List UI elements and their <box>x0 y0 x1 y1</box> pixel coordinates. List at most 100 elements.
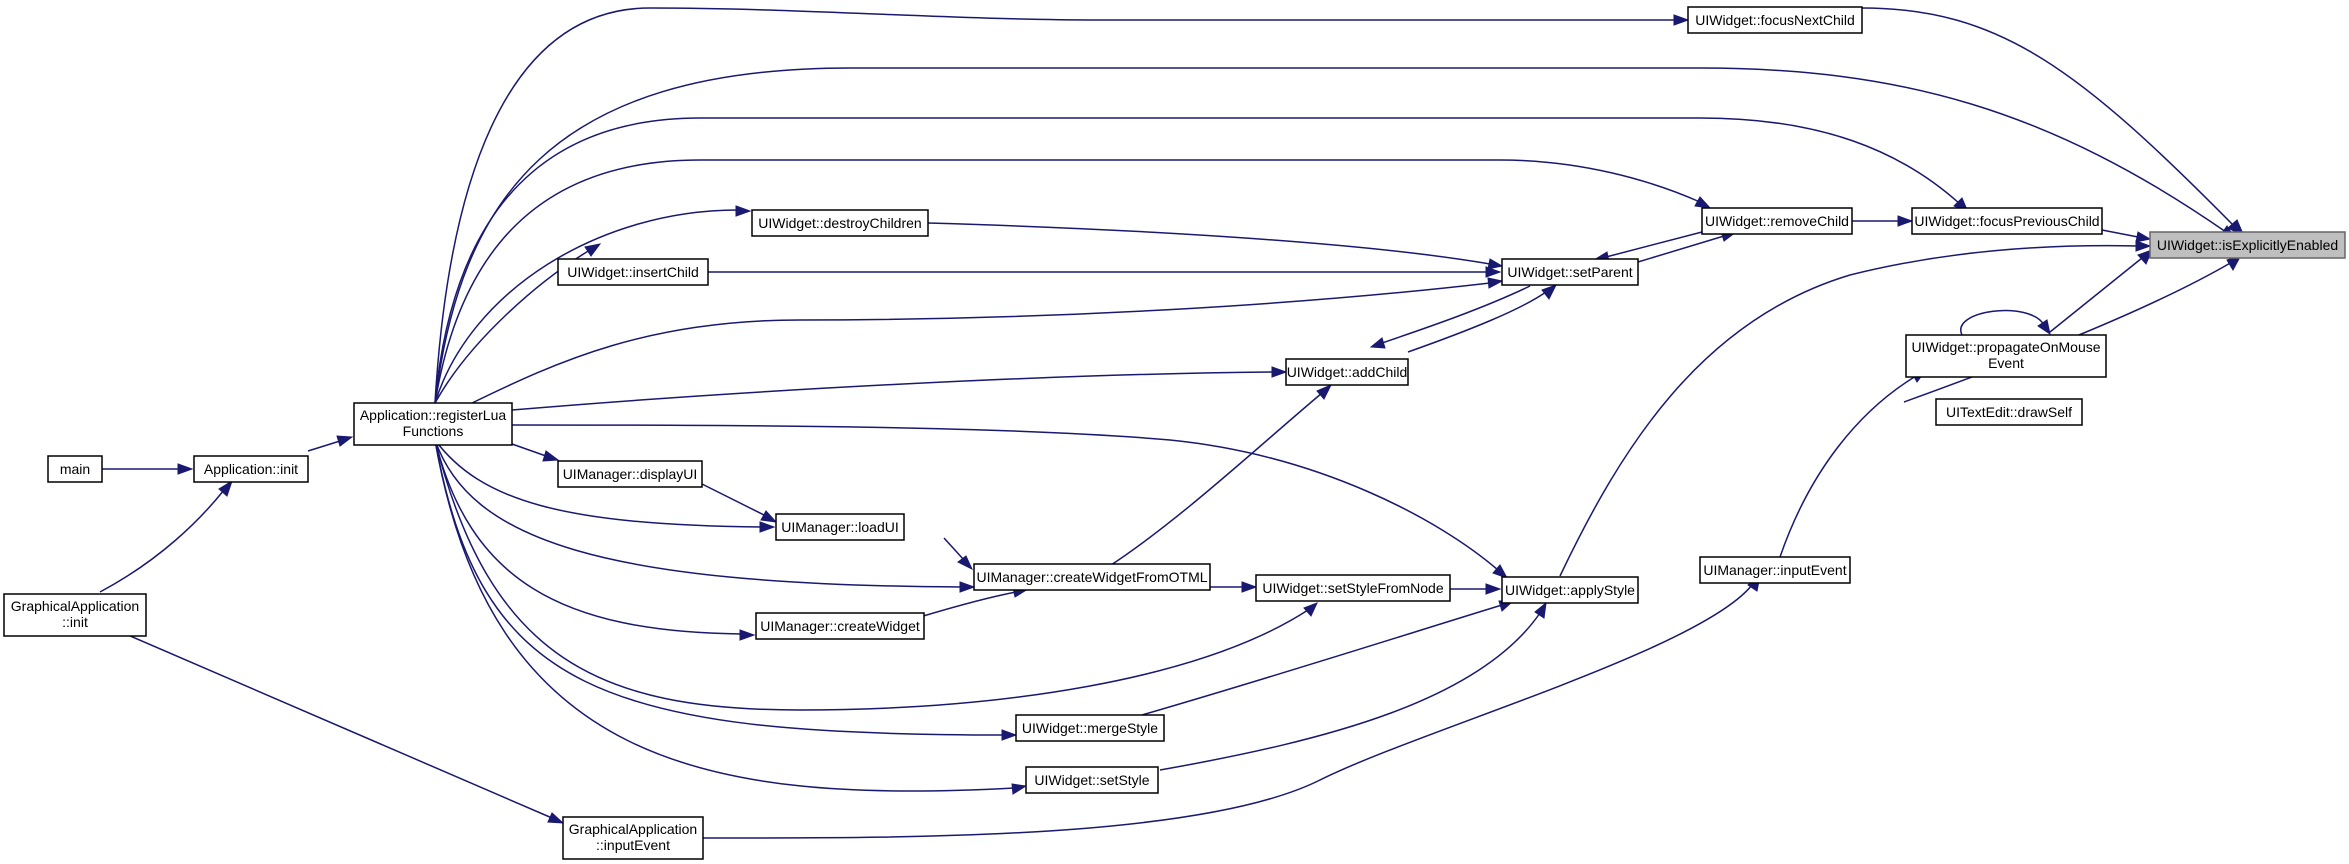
node-label: UIWidget::insertChild <box>567 264 699 280</box>
arrowhead <box>959 581 976 593</box>
node-add-child[interactable]: UIWidget::addChild <box>1285 358 1409 386</box>
arrowhead <box>1492 564 1509 579</box>
node-label: Event <box>1988 355 2024 371</box>
node-focus-previous-child[interactable]: UIWidget::focusPreviousChild <box>1911 207 2103 235</box>
node-label: UIWidget::removeChild <box>1705 213 1849 229</box>
arrowhead <box>1241 581 1258 593</box>
edge-mergestyle-applystyle <box>1141 604 1503 716</box>
node-load-ui[interactable]: UIManager::loadUI <box>775 513 905 541</box>
node-label: GraphicalApplication <box>569 821 697 837</box>
node-label: UIWidget::setStyle <box>1034 772 1149 788</box>
arrowhead <box>1485 583 1502 595</box>
arrowhead <box>1369 337 1386 349</box>
node-label: UIManager::inputEvent <box>1703 562 1846 578</box>
node-label: main <box>60 461 90 477</box>
arrowhead <box>739 629 756 641</box>
node-remove-child[interactable]: UIWidget::removeChild <box>1701 207 1853 235</box>
arrowhead <box>1011 783 1028 795</box>
node-label: Functions <box>403 423 464 439</box>
node-label: GraphicalApplication <box>11 598 139 614</box>
edge-registerlua-mergestyle <box>434 439 1005 736</box>
edge-propagate-isexplicitlyenabled <box>2049 257 2143 333</box>
node-register-lua-functions[interactable]: Application::registerLua Functions <box>353 402 513 446</box>
node-label: UIWidget::focusNextChild <box>1695 12 1855 28</box>
node-label: Application::init <box>204 461 298 477</box>
edge-registerlua-setstylefromnode <box>434 439 1309 711</box>
node-set-style-from-node[interactable]: UIWidget::setStyleFromNode <box>1255 574 1451 602</box>
arrowhead <box>1271 366 1288 378</box>
arrowhead <box>1673 14 1690 26</box>
arrowhead <box>218 479 233 497</box>
edge-registerlua-addchild <box>511 371 1275 411</box>
node-text-edit-draw-self[interactable]: UITextEdit::drawSelf <box>1935 398 2083 426</box>
arrowhead <box>177 463 194 475</box>
node-destroy-children[interactable]: UIWidget::destroyChildren <box>751 209 929 237</box>
node-ui-manager-input-event[interactable]: UIManager::inputEvent <box>1699 556 1851 584</box>
node-apply-style[interactable]: UIWidget::applyStyle <box>1501 576 1639 604</box>
edge-setparent-addchild <box>1381 285 1531 344</box>
arrowhead <box>957 555 974 571</box>
edge-registerlua-setstyle <box>434 439 1015 792</box>
arrowhead <box>1485 266 1502 278</box>
node-focus-next-child[interactable]: UIWidget::focusNextChild <box>1687 6 1863 34</box>
edge-registerlua-createfromotml <box>434 439 963 588</box>
nodes: UIWidget::isExplicitlyEnabled UIWidget::… <box>3 6 2346 860</box>
edge-registerlua-destroychildren <box>434 209 739 404</box>
edge-registerlua-displayui <box>511 443 547 457</box>
node-display-ui[interactable]: UIManager::displayUI <box>557 460 703 488</box>
edges <box>99 7 2246 839</box>
arrowhead <box>2137 249 2153 265</box>
arrowhead <box>735 205 752 217</box>
node-main[interactable]: main <box>47 455 103 483</box>
arrowhead <box>2135 231 2152 243</box>
arrowhead <box>1694 196 1712 209</box>
edge-displayui-loadui <box>701 483 767 517</box>
arrowhead <box>547 812 565 824</box>
edge-removechild-setparent <box>1605 231 1703 258</box>
node-label: ::inputEvent <box>596 837 670 853</box>
node-label: UIManager::createWidgetFromOTML <box>976 569 1207 585</box>
arrowhead <box>1487 258 1504 270</box>
edge-propagate-self <box>1960 309 2045 336</box>
arrowhead <box>542 450 560 462</box>
edge-focusprevchild-isexplicitlyenabled <box>2101 229 2139 238</box>
arrowhead <box>1487 277 1504 289</box>
arrowhead <box>1316 384 1333 400</box>
arrowhead <box>760 510 778 523</box>
arrowhead <box>2135 240 2152 252</box>
node-propagate-on-mouse-event[interactable]: UIWidget::propagateOnMouse Event <box>1905 334 2107 378</box>
node-set-parent[interactable]: UIWidget::setParent <box>1501 258 1639 286</box>
edge-graphicalinit-graphicalinputevent <box>127 634 553 819</box>
edge-registerlua-setparent <box>469 282 1491 405</box>
node-is-explicitly-enabled[interactable]: UIWidget::isExplicitlyEnabled <box>2149 231 2346 259</box>
edge-addchild-setparent <box>1407 291 1547 353</box>
node-insert-child[interactable]: UIWidget::insertChild <box>557 258 709 286</box>
node-application-init[interactable]: Application::init <box>193 455 309 483</box>
arrowhead <box>1303 602 1318 617</box>
edge-focusnextchild-isexplicitlyenabled <box>1861 7 2237 229</box>
node-label: UIWidget::isExplicitlyEnabled <box>2157 237 2338 253</box>
edge-drawself-isexplicitlyenabled <box>1903 261 2233 403</box>
edge-registerlua-applystyle <box>511 424 1499 571</box>
node-label: UIWidget::setParent <box>1507 264 1632 280</box>
edge-registerlua-focusprevchild <box>434 117 1961 404</box>
edge-createfromotml-addchild <box>1107 392 1323 568</box>
edge-setparent-removechild <box>1637 235 1725 263</box>
node-set-style[interactable]: UIWidget::setStyle <box>1025 766 1159 794</box>
node-merge-style[interactable]: UIWidget::mergeStyle <box>1015 714 1165 742</box>
node-graphical-application-input-event[interactable]: GraphicalApplication ::inputEvent <box>562 816 704 860</box>
node-label: UIWidget::addChild <box>1287 364 1408 380</box>
node-label: UIWidget::mergeStyle <box>1022 720 1158 736</box>
node-graphical-application-init[interactable]: GraphicalApplication ::init <box>3 593 147 637</box>
edge-graphicalinputevent-uimanagerinputevent <box>701 584 1753 839</box>
node-label: Application::registerLua <box>360 407 507 423</box>
node-create-widget[interactable]: UIManager::createWidget <box>755 612 925 640</box>
edge-uimanagerinputevent-propagate <box>1779 375 1917 558</box>
edge-destroychildren-setparent <box>927 222 1491 265</box>
edge-registerlua-focusnextchild <box>434 7 1676 404</box>
node-label: ::init <box>62 614 88 630</box>
node-label: UIManager::loadUI <box>781 519 899 535</box>
node-create-widget-from-otml[interactable]: UIManager::createWidgetFromOTML <box>973 563 1211 591</box>
arrowhead <box>336 435 354 447</box>
